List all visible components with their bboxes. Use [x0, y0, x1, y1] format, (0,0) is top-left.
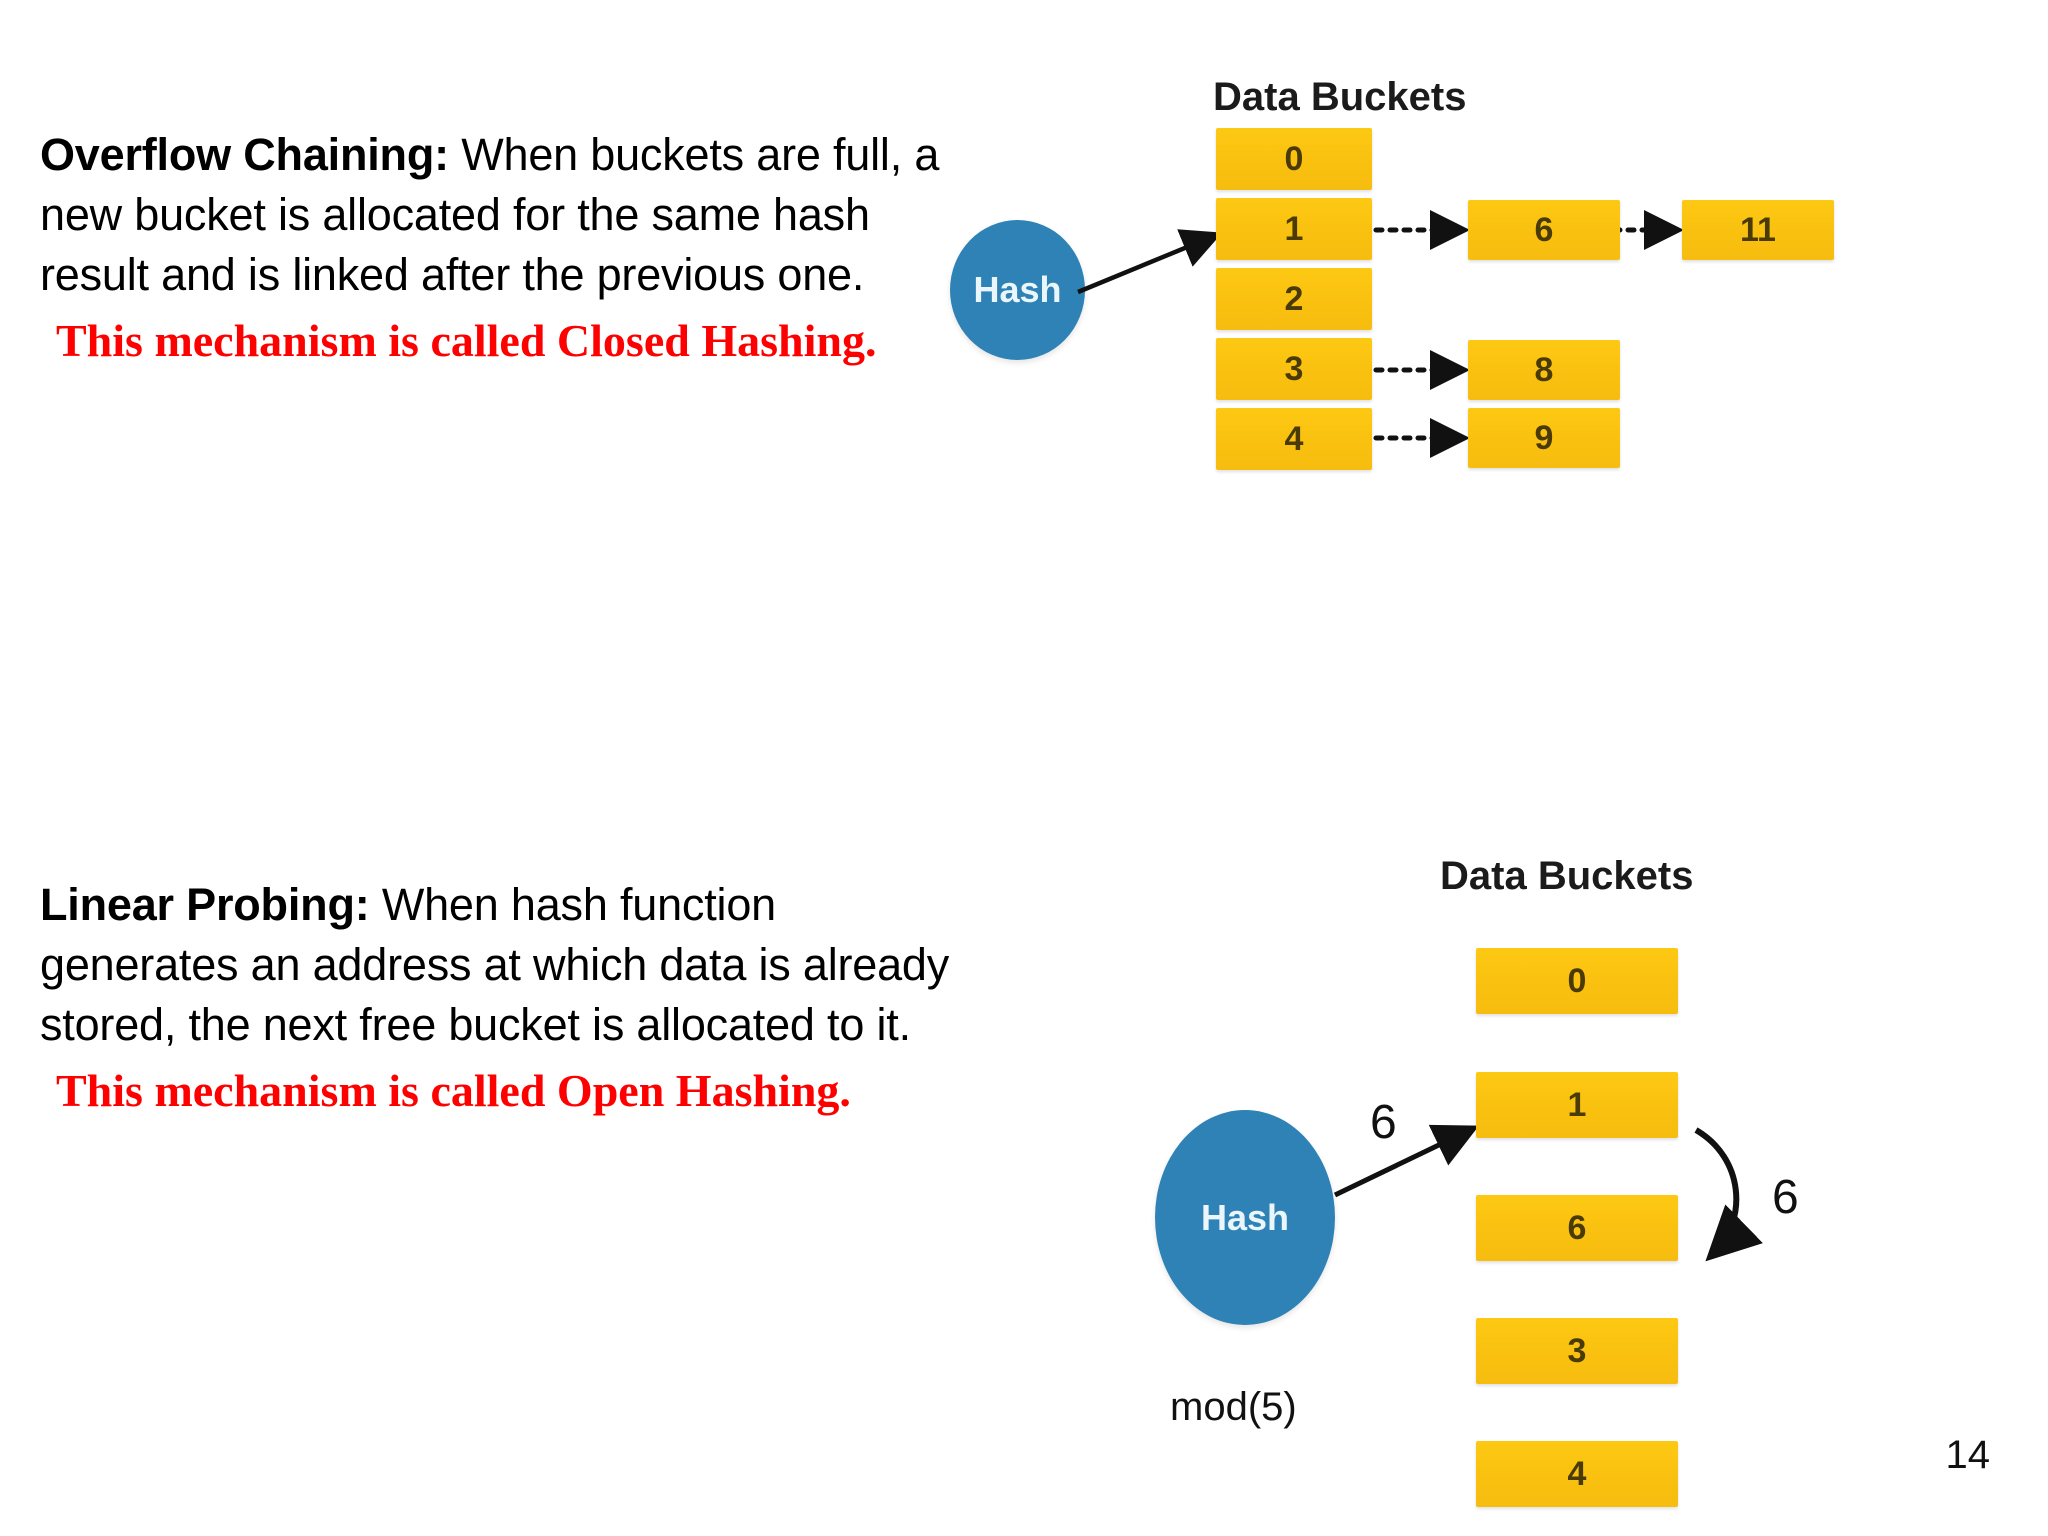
overflow-chaining-paragraph: Overflow Chaining: When buckets are full…	[40, 125, 970, 305]
linear-probing-highlight: This mechanism is called Open Hashing.	[56, 1064, 851, 1116]
diagram1-overflow-bucket-6[interactable]: 6	[1468, 200, 1620, 260]
diagram1-overflow-bucket-9[interactable]: 9	[1468, 408, 1620, 468]
diagram2-bucket-3[interactable]: 3	[1476, 1318, 1678, 1384]
diagram2-bucket-6[interactable]: 6	[1476, 1195, 1678, 1261]
linear-probing-diagram: Data Buckets Hash mod(5) 6 6	[1130, 840, 1830, 1507]
diagram1-connector-layer	[1077, 210, 1684, 458]
page-number: 14	[1945, 1433, 1991, 1477]
diagram1-hash-to-bucket1-arrow	[1077, 229, 1223, 295]
linear-probing-body: When hash function generates an address …	[40, 879, 950, 1050]
diagram2-bucket-4[interactable]: 4	[1476, 1441, 1678, 1507]
diagram1-bucket-3[interactable]: 3	[1216, 338, 1372, 400]
diagram2-hash-to-bucket1-arrow	[1333, 1124, 1480, 1198]
diagram1-overflow-bucket-11[interactable]: 11	[1682, 200, 1834, 260]
diagram1-hash-node: Hash	[950, 220, 1085, 360]
diagram2-mod-label: mod(5)	[1170, 1385, 1297, 1429]
diagram1-bucket-4[interactable]: 4	[1216, 408, 1372, 470]
overflow-chaining-text-block: Overflow Chaining: When buckets are full…	[40, 125, 970, 370]
diagram2-bucket-1[interactable]: 1	[1476, 1072, 1678, 1138]
diagram2-input-value-label: 6	[1370, 1096, 1397, 1149]
overflow-chaining-diagram: Data Buckets Hash	[950, 50, 2048, 550]
linear-probing-text-block: Linear Probing: When hash function gener…	[40, 875, 970, 1120]
diagram2-probe-curve-arrow	[1694, 1127, 1763, 1262]
diagram2-hash-node: Hash	[1155, 1110, 1335, 1325]
diagram1-bucket-1[interactable]: 1	[1216, 198, 1372, 260]
diagram1-bucket-0[interactable]: 0	[1216, 128, 1372, 190]
diagram2-connector-layer	[1333, 1124, 1763, 1262]
diagram1-overflow-bucket-8[interactable]: 8	[1468, 340, 1620, 400]
overflow-chaining-body: When buckets are full, a new bucket is a…	[40, 129, 940, 300]
diagram1-bucket-2[interactable]: 2	[1216, 268, 1372, 330]
linear-probing-paragraph: Linear Probing: When hash function gener…	[40, 875, 970, 1055]
diagram1-data-buckets-label: Data Buckets	[1213, 75, 1467, 119]
linear-probing-heading: Linear Probing:	[40, 879, 370, 930]
overflow-chaining-highlight: This mechanism is called Closed Hashing.	[56, 314, 877, 366]
diagram2-probe-value-label: 6	[1772, 1171, 1799, 1224]
diagram2-data-buckets-label: Data Buckets	[1440, 854, 1694, 898]
diagram2-bucket-0[interactable]: 0	[1476, 948, 1678, 1014]
overflow-chaining-heading: Overflow Chaining:	[40, 129, 449, 180]
